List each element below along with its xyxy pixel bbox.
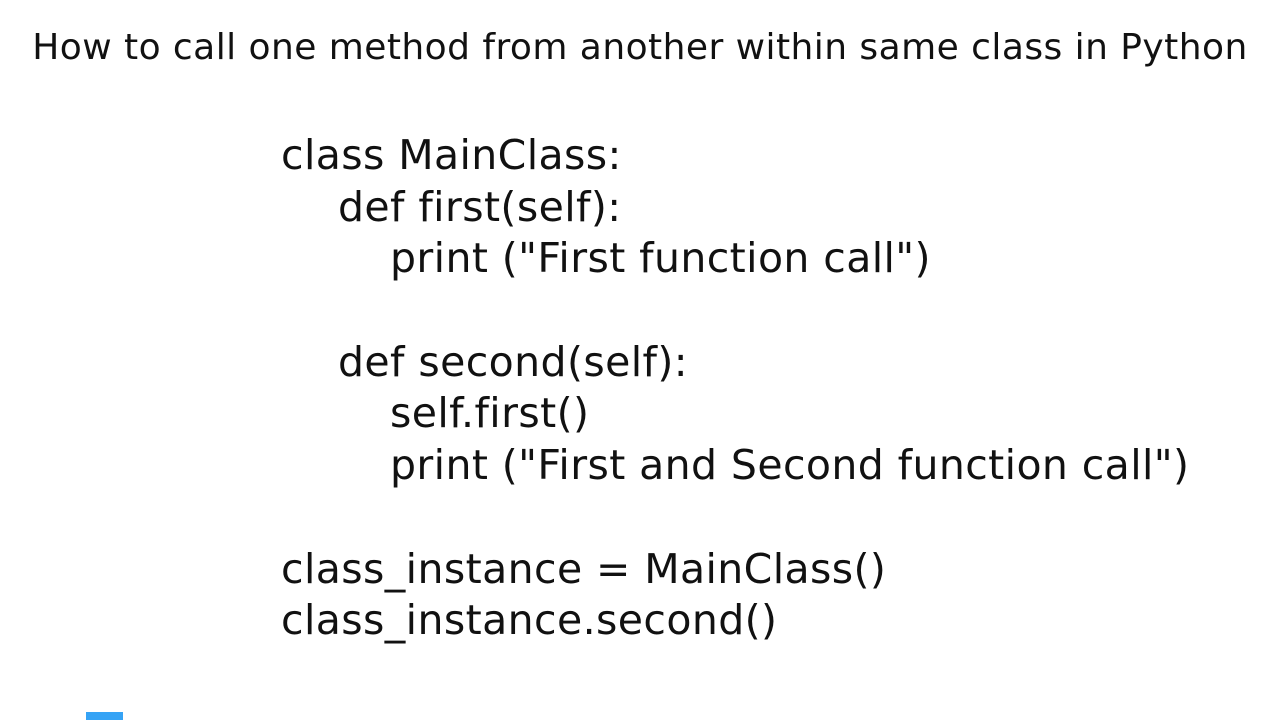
code-block: class MainClass: def first(self): print … xyxy=(281,130,1189,647)
code-line: class_instance = MainClass() xyxy=(281,544,887,593)
code-line: def first(self): xyxy=(338,182,622,231)
code-blank-line xyxy=(281,492,1189,544)
page-title: How to call one method from another with… xyxy=(32,27,1248,68)
video-progress-bar[interactable] xyxy=(86,712,123,720)
code-blank-line xyxy=(281,285,1189,337)
code-line: class_instance.second() xyxy=(281,596,778,645)
code-line: print ("First function call") xyxy=(390,234,931,283)
code-line: class MainClass: xyxy=(281,131,622,179)
code-line: self.first() xyxy=(390,389,590,438)
code-line: print ("First and Second function call") xyxy=(390,441,1190,490)
code-line: def second(self): xyxy=(338,337,688,386)
